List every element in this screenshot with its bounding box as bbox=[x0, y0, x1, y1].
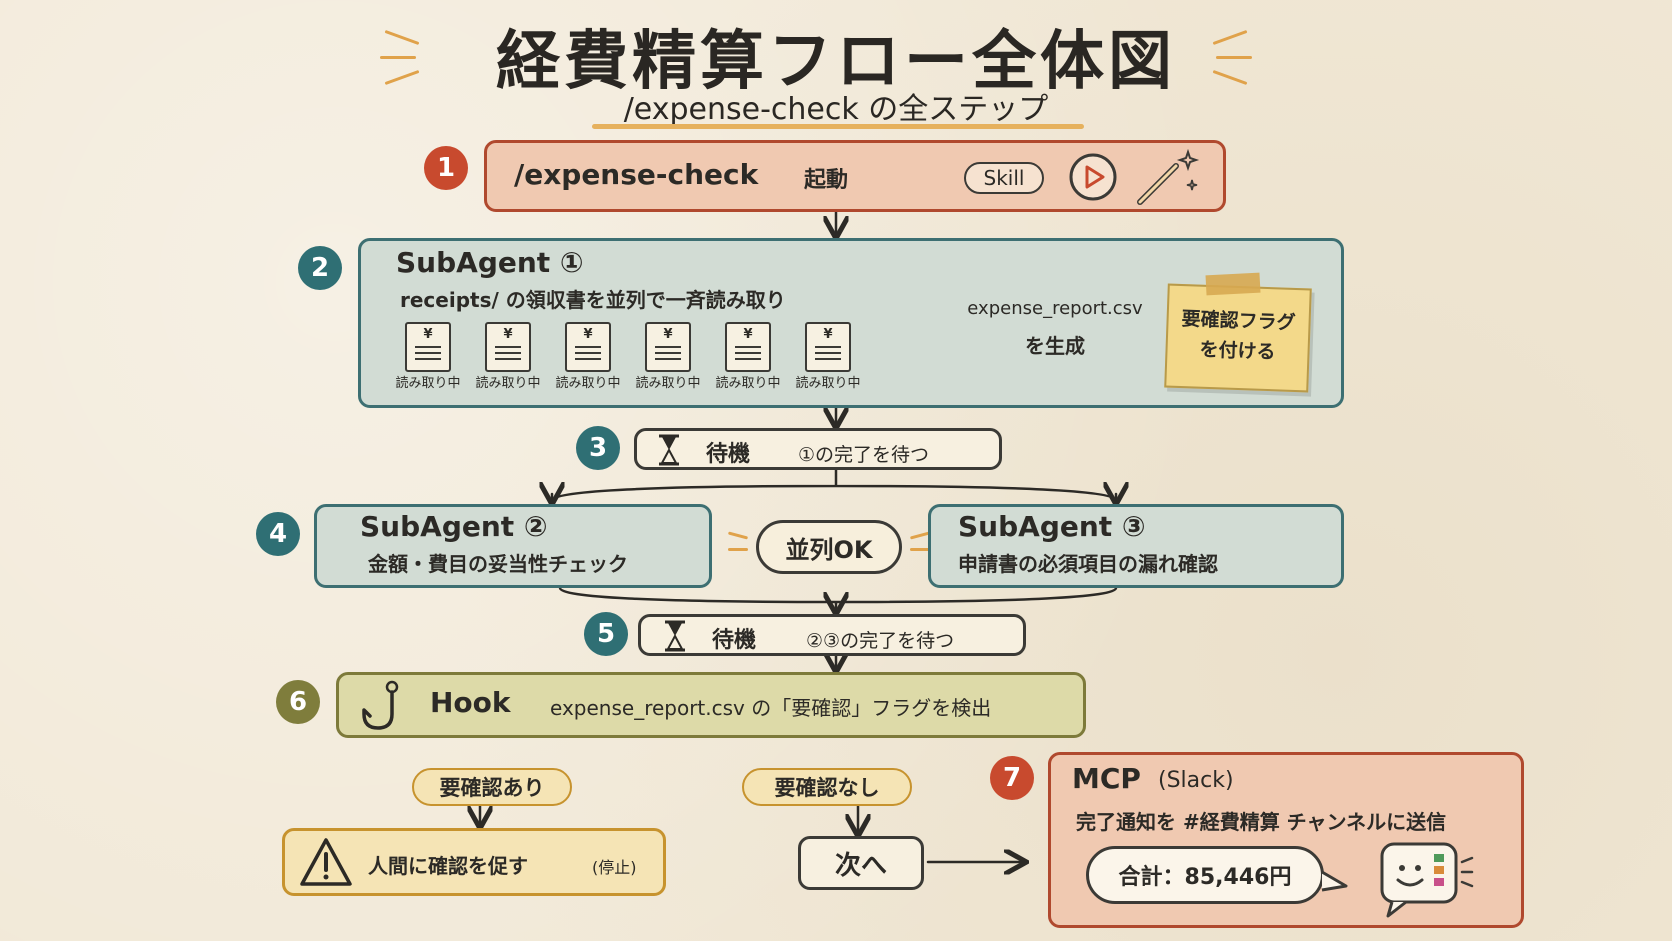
receipt-label: 読み取り中 bbox=[475, 376, 541, 391]
hourglass-icon bbox=[662, 620, 688, 652]
spark-decoration bbox=[380, 56, 416, 59]
receipt-item: ¥ 読み取り中 bbox=[708, 322, 788, 402]
page-subtitle: /expense-check の全ステップ bbox=[623, 92, 1049, 127]
receipt-label: 読み取り中 bbox=[555, 376, 621, 391]
step-2-description: receipts/ の領収書を並列で一斉読み取り bbox=[400, 288, 786, 312]
receipt-label: 読み取り中 bbox=[395, 376, 461, 391]
human-review-action: 人間に確認を促す bbox=[368, 854, 528, 878]
parallel-cloud: 並列OK bbox=[756, 520, 902, 574]
step-7-description: 完了通知を #経費精算 チャンネルに送信 bbox=[1076, 810, 1447, 834]
step-6-detail: expense_report.csv の「要確認」フラグを検出 bbox=[550, 696, 992, 720]
sticky-note: 要確認フラグ を付ける bbox=[1164, 283, 1312, 393]
branch-no-label: 要確認なし bbox=[742, 768, 912, 806]
receipt-icon: ¥ bbox=[485, 322, 531, 372]
step-4-badge: 4 bbox=[256, 512, 300, 556]
note-line-2: を付ける bbox=[1199, 338, 1276, 364]
receipt-label: 読み取り中 bbox=[715, 376, 781, 391]
subagent-3-title: SubAgent ③ bbox=[958, 510, 1146, 543]
step-1-action: 起動 bbox=[804, 168, 849, 193]
play-icon bbox=[1068, 152, 1118, 202]
receipt-icon: ¥ bbox=[565, 322, 611, 372]
step-3-label: 待機 bbox=[706, 442, 751, 467]
subagent-2-box bbox=[314, 504, 712, 588]
step-7-service: (Slack) bbox=[1158, 768, 1234, 793]
subtitle-underline bbox=[592, 124, 1084, 129]
subagent-2-title: SubAgent ② bbox=[360, 510, 548, 543]
step-2-title: SubAgent ① bbox=[396, 246, 584, 279]
step-6-title: Hook bbox=[430, 686, 511, 719]
step-7-badge: 7 bbox=[990, 756, 1034, 800]
split-arrows bbox=[550, 468, 1118, 502]
step-2-badge: 2 bbox=[298, 246, 342, 290]
bubble-tail bbox=[1320, 868, 1350, 898]
receipt-icon: ¥ bbox=[645, 322, 691, 372]
receipt-item: ¥ 読み取り中 bbox=[388, 322, 468, 402]
subagent-3-desc: 申請書の必須項目の漏れ確認 bbox=[958, 552, 1218, 576]
step-6-box bbox=[336, 672, 1086, 738]
warning-icon bbox=[298, 836, 354, 888]
receipt-label: 読み取り中 bbox=[795, 376, 861, 391]
step-3-detail: ①の完了を待つ bbox=[798, 444, 930, 466]
receipt-item: ¥ 読み取り中 bbox=[628, 322, 708, 402]
step-5-label: 待機 bbox=[712, 628, 757, 653]
step-1-badge: 1 bbox=[424, 146, 468, 190]
spark-decoration bbox=[910, 548, 930, 551]
step-3-badge: 3 bbox=[576, 426, 620, 470]
page-title: 経費精算フロー全体図 bbox=[496, 25, 1176, 99]
output-filename: expense_report.csv bbox=[967, 298, 1143, 319]
spark-decoration bbox=[728, 548, 748, 551]
step-1-command: /expense-check bbox=[514, 158, 759, 191]
note-line-1: 要確認フラグ bbox=[1181, 308, 1296, 334]
receipt-item: ¥ 読み取り中 bbox=[788, 322, 868, 402]
tape-decoration bbox=[1205, 272, 1261, 296]
spark-decoration bbox=[1216, 56, 1252, 59]
step-7-title: MCP bbox=[1072, 762, 1141, 795]
receipt-item: ¥ 読み取り中 bbox=[548, 322, 628, 402]
receipt-icon: ¥ bbox=[725, 322, 771, 372]
receipt-list: ¥ 読み取り中 ¥ 読み取り中 ¥ 読み取り中 ¥ 読み取り中 ¥ 読み取り中 … bbox=[388, 322, 888, 402]
hourglass-icon bbox=[656, 434, 682, 466]
skill-badge: Skill bbox=[964, 162, 1044, 194]
chat-app-icon bbox=[1378, 840, 1474, 920]
magic-wand-icon bbox=[1134, 146, 1204, 208]
step-5-badge: 5 bbox=[584, 612, 628, 656]
hook-icon bbox=[356, 680, 406, 732]
step-6-badge: 6 bbox=[276, 680, 320, 724]
total-bubble: 合計：85,446円 bbox=[1086, 846, 1324, 904]
step-3-box bbox=[634, 428, 1002, 470]
subagent-3-box bbox=[928, 504, 1344, 588]
branch-yes-label: 要確認あり bbox=[412, 768, 572, 806]
step-5-detail: ②③の完了を待つ bbox=[806, 630, 955, 652]
step-5-box bbox=[638, 614, 1026, 656]
next-box: 次へ bbox=[798, 836, 924, 890]
receipt-icon: ¥ bbox=[405, 322, 451, 372]
output-action: を生成 bbox=[1025, 334, 1085, 358]
receipt-item: ¥ 読み取り中 bbox=[468, 322, 548, 402]
receipt-icon: ¥ bbox=[805, 322, 851, 372]
receipt-label: 読み取り中 bbox=[635, 376, 701, 391]
merge-arrows bbox=[558, 586, 1118, 612]
subagent-2-desc: 金額・費目の妥当性チェック bbox=[368, 552, 628, 576]
human-review-note: (停止) bbox=[592, 858, 637, 877]
